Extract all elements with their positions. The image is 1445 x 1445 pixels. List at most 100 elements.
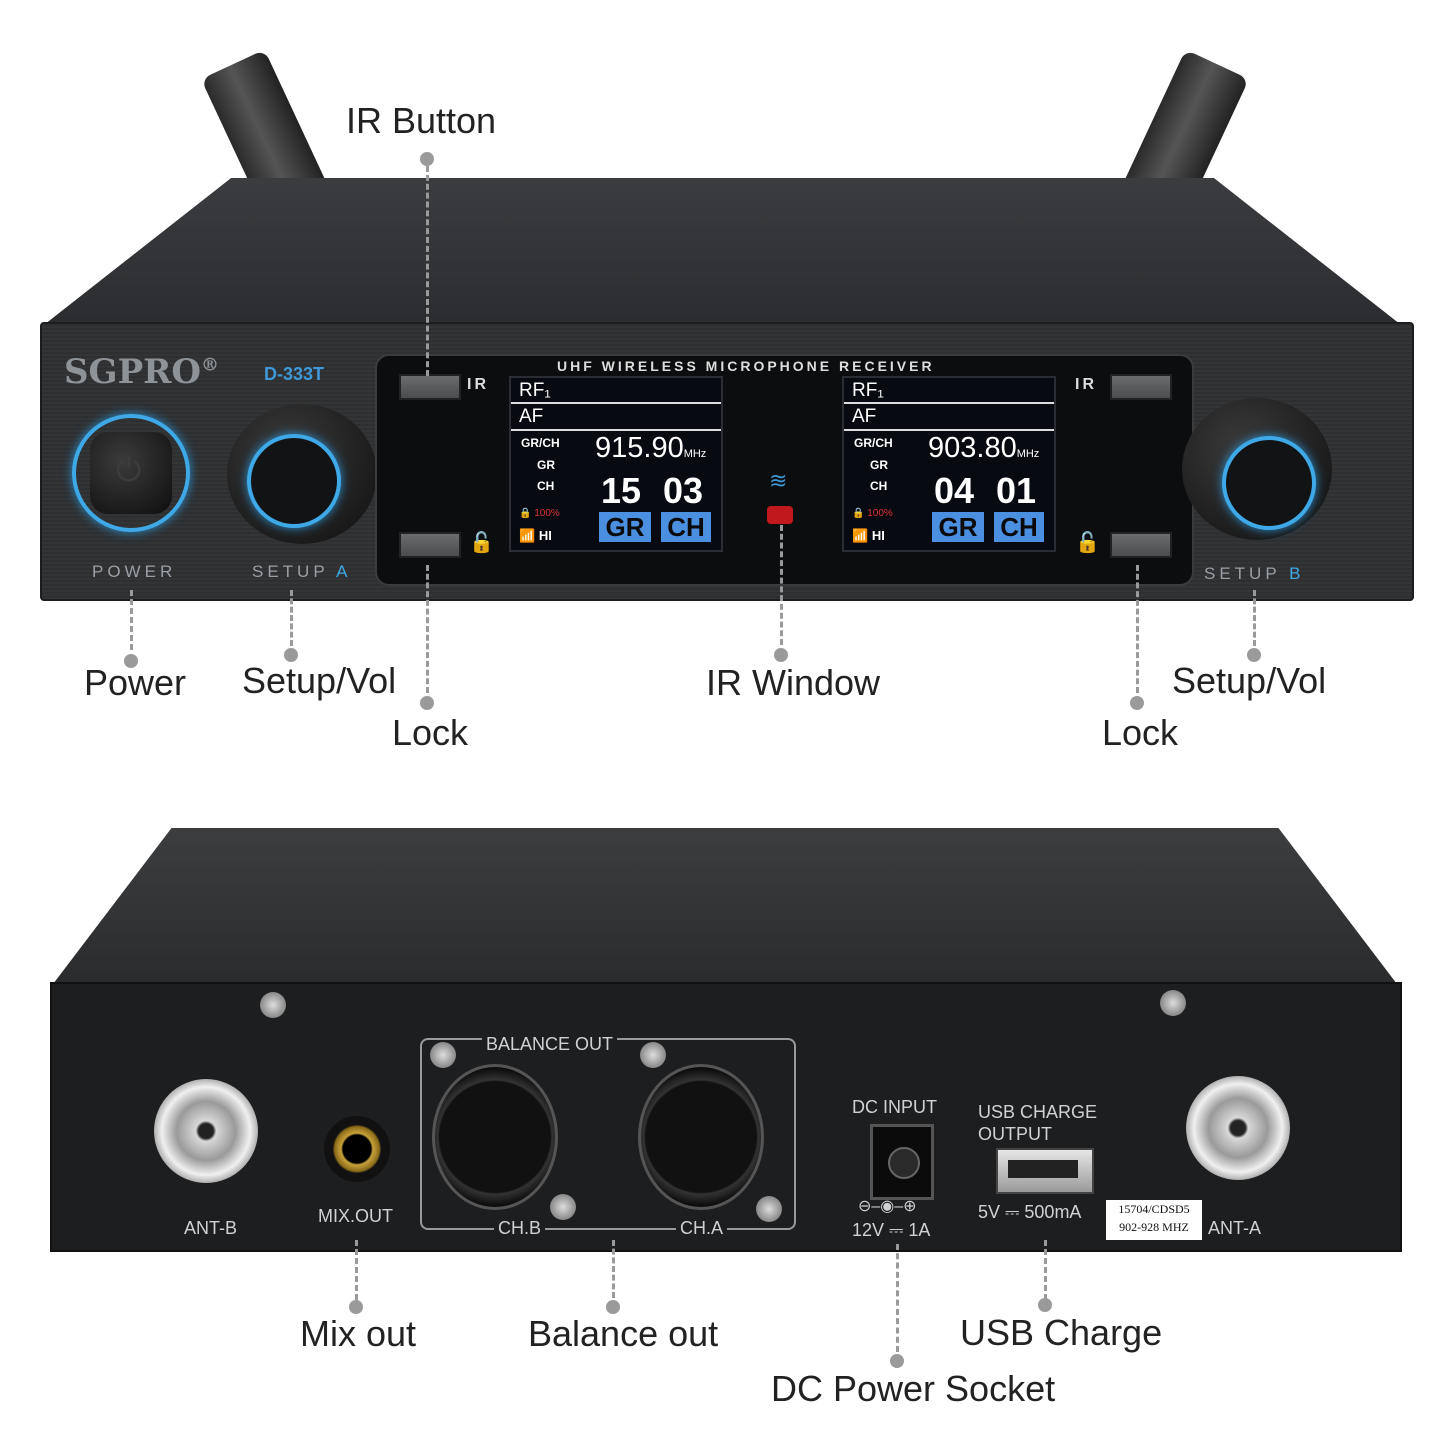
setup-b-knob[interactable] — [1222, 436, 1316, 530]
screw — [260, 992, 286, 1018]
ir-label-a: IR — [467, 376, 489, 393]
balance-out-label: BALANCE OUT — [482, 1034, 618, 1055]
callout-setup-vol-a: Setup/Vol — [242, 660, 397, 701]
rear-panel: ANT-B MIX.OUT BALANCE OUT CH.B CH.A DC I… — [50, 982, 1402, 1252]
callout-dot — [890, 1354, 904, 1368]
ant-a-label: ANT-A — [1208, 1218, 1262, 1238]
lcd-divider — [844, 402, 1054, 404]
callout-dot — [1130, 696, 1144, 710]
callout-leader — [1253, 590, 1256, 646]
lock-button-b[interactable] — [1110, 532, 1172, 558]
front-unit-top — [40, 178, 1405, 328]
ch-a-label: CH.A — [676, 1218, 728, 1239]
ch-tag: CH — [994, 512, 1044, 542]
callout-usb-charge: USB Charge — [960, 1312, 1163, 1353]
power-button[interactable]: ⏻ — [90, 432, 172, 514]
setup-a-label: SETUP A — [252, 562, 352, 581]
ant-a-connector[interactable] — [1186, 1076, 1290, 1180]
callout-dc-power-socket: DC Power Socket — [771, 1368, 1056, 1409]
ant-b-connector[interactable] — [154, 1079, 258, 1183]
ch-label: CH — [537, 479, 555, 493]
display-header: UHF WIRELESS MICROPHONE RECEIVER — [557, 358, 935, 374]
callout-dot — [124, 654, 138, 668]
xlr-ch-a[interactable] — [638, 1064, 764, 1210]
gr-label: GR — [870, 458, 888, 472]
lcd-divider — [511, 402, 721, 404]
screw — [756, 1196, 782, 1222]
dc-input-label: DC INPUT — [852, 1097, 937, 1117]
callout-leader — [612, 1240, 615, 1298]
callout-ir-window: IR Window — [706, 662, 881, 703]
lcd-channel-a: RF₁ AF GR/CH GR CH 915.90MHz 15 03 GR CH… — [509, 376, 723, 552]
dc-rating: 12V ⎓ 1A — [852, 1220, 931, 1240]
ir-label-b: IR — [1075, 376, 1097, 393]
setup-a-knob[interactable] — [247, 434, 341, 528]
screw — [1160, 990, 1186, 1016]
callout-balance-out: Balance out — [528, 1313, 719, 1354]
af-indicator: AF — [852, 406, 877, 427]
ch-b-label: CH.B — [494, 1218, 546, 1239]
front-panel: SGPRO® D-333T ⏻ POWER SETUP A UHF WIRELE… — [40, 322, 1414, 601]
group-number: 04 — [934, 470, 975, 511]
screw — [430, 1042, 456, 1068]
xlr-ch-b[interactable] — [432, 1064, 558, 1210]
channel-number: 03 — [663, 470, 704, 511]
callout-leader — [780, 525, 783, 645]
ch-label: CH — [870, 479, 888, 493]
rf-power-readout: 📶 HI — [852, 528, 885, 543]
callout-leader — [290, 590, 293, 646]
callout-leader — [1044, 1240, 1047, 1300]
gr-tag: GR — [599, 512, 651, 542]
callout-dot — [284, 648, 298, 662]
screw — [550, 1194, 576, 1220]
ir-button-a[interactable] — [399, 374, 461, 400]
usb-label-line2: OUTPUT — [978, 1124, 1052, 1144]
af-indicator: AF — [519, 406, 544, 427]
callout-leader — [130, 590, 133, 650]
callout-setup-vol-b: Setup/Vol — [1172, 660, 1327, 701]
callout-leader — [426, 166, 429, 376]
callout-leader — [1136, 565, 1139, 693]
power-icon: ⏻ — [116, 452, 142, 488]
callout-dot — [420, 152, 434, 166]
usb-charge-port[interactable] — [996, 1148, 1094, 1194]
ch-tag: CH — [661, 512, 711, 542]
ir-button-b[interactable] — [1110, 374, 1172, 400]
callout-dot — [420, 696, 434, 710]
brand-logo: SGPRO® — [64, 352, 220, 392]
lcd-divider — [844, 429, 1054, 431]
gr-tag: GR — [932, 512, 984, 542]
lock-button-a[interactable] — [399, 532, 461, 558]
frequency-sticker: 15704/CDSD5 902-928 MHZ — [1106, 1200, 1202, 1240]
model-label: D-333T — [264, 364, 325, 384]
grch-label: GR/CH — [521, 436, 560, 450]
callout-dot — [1247, 648, 1261, 662]
lock-icon-a: 🔓 — [469, 532, 494, 554]
callout-leader — [896, 1244, 899, 1352]
callout-dot — [606, 1300, 620, 1314]
mix-out-label: MIX.OUT — [318, 1206, 393, 1226]
group-number: 15 — [601, 470, 642, 511]
screw — [640, 1042, 666, 1068]
power-label: POWER — [92, 562, 177, 581]
dc-input-socket[interactable] — [870, 1124, 934, 1200]
callout-ir-button: IR Button — [346, 100, 497, 141]
callout-leader — [426, 565, 429, 693]
mix-out-jack[interactable] — [324, 1116, 390, 1182]
power-button-ring — [72, 414, 190, 532]
ant-b-label: ANT-B — [184, 1218, 238, 1238]
lcd-divider — [511, 429, 721, 431]
rf-indicator: RF₁ — [852, 380, 884, 401]
callout-lock-b: Lock — [1102, 712, 1179, 753]
callout-power: Power — [84, 662, 187, 703]
frequency-readout: 903.80MHz — [928, 432, 1040, 464]
usb-rating: 5V ⎓ 500mA — [978, 1202, 1082, 1222]
battery-readout: 🔒 100% — [519, 508, 560, 519]
gr-label: GR — [537, 458, 555, 472]
dc-polarity-icon: ⊖–◉–⊕ — [858, 1198, 917, 1215]
lcd-channel-b: RF₁ AF GR/CH GR CH 903.80MHz 04 01 GR CH… — [842, 376, 1056, 552]
frequency-readout: 915.90MHz — [595, 432, 707, 464]
lock-icon-b: 🔓 — [1075, 532, 1100, 554]
callout-mix-out: Mix out — [300, 1313, 417, 1354]
wifi-icon: ≋ — [769, 468, 788, 493]
